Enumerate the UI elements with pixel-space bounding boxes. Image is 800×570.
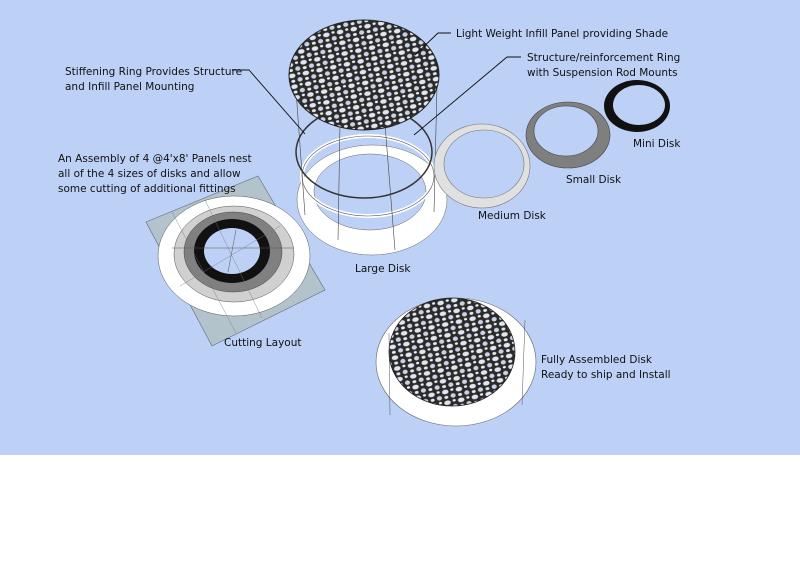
large-disk-label: Large Disk: [355, 263, 411, 275]
medium-disk-label: Medium Disk: [478, 210, 547, 222]
fully-assembled-label-2: Ready to ship and Install: [541, 369, 671, 381]
infill-panel-label: Light Weight Infill Panel providing Shad…: [456, 28, 668, 40]
assembly-note-2: all of the 4 sizes of disks and allow: [58, 168, 241, 180]
stiffening-ring-label-2: and Infill Panel Mounting: [65, 81, 194, 93]
structure-ring-label-2: with Suspension Rod Mounts: [527, 67, 678, 79]
mini-disk-label: Mini Disk: [633, 138, 681, 150]
assembly-note-3: some cutting of additional fittings: [58, 183, 236, 195]
assembly-note-1: An Assembly of 4 @4'x8' Panels nest: [58, 153, 252, 165]
leader-lines: [232, 32, 521, 136]
infill-panel: [288, 19, 440, 131]
medium-disk: [433, 123, 531, 209]
small-disk: [525, 101, 611, 169]
large-disk: [296, 144, 448, 256]
small-disk-label: Small Disk: [566, 174, 622, 186]
stiffening-ring-label-1: Stiffening Ring Provides Structure: [65, 66, 242, 78]
fully-assembled-label-1: Fully Assembled Disk: [541, 354, 653, 366]
suspension-rods: [295, 84, 438, 251]
cutting-layout: [145, 175, 326, 347]
structure-ring-label-1: Structure/reinforcement Ring: [527, 52, 680, 64]
mini-disk: [604, 80, 670, 132]
fully-assembled-disk: [375, 297, 537, 427]
cutting-layout-label: Cutting Layout: [224, 337, 302, 349]
